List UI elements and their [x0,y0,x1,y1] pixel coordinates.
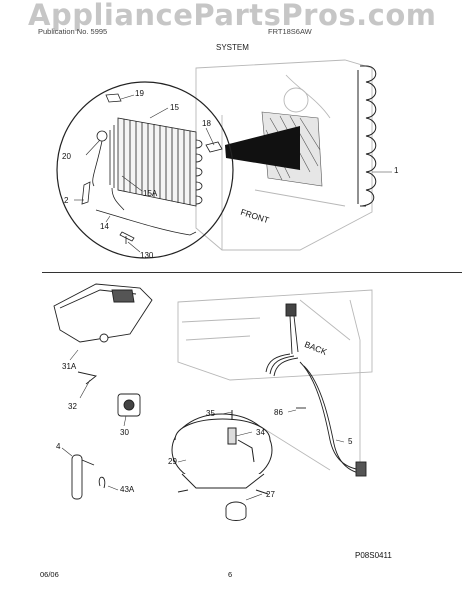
callout-34: 34 [256,428,265,437]
callout-27: 27 [266,490,275,499]
callout-86: 86 [274,408,283,417]
cabinet-outline [195,59,373,251]
model-number: FRT18S6AW [268,27,312,36]
callout-31a: 31A [62,362,77,371]
detail-circle [56,81,234,259]
leader-lines-top [74,94,392,253]
detail-pointer [225,126,300,170]
section-divider [42,272,462,273]
drier [71,454,95,500]
callout-19: 19 [135,89,144,98]
callout-4: 4 [56,442,61,451]
wiring-harness [265,303,367,477]
callout-5: 5 [348,437,353,446]
grommet [225,501,247,521]
evaporator [109,117,203,211]
callout-43a: 43A [120,485,135,494]
callout-32: 32 [68,402,77,411]
callout-130: 130 [140,251,154,260]
diagram-code: P08S0411 [355,551,392,560]
callout-35: 35 [206,409,215,418]
drain-pan [53,283,153,343]
section-title: SYSTEM [216,43,249,52]
publication-number: Publication No. 5995 [38,27,108,36]
callout-29: 29 [168,457,177,466]
watermark: AppliancePartsPros.com [28,0,437,32]
footer-page: 6 [228,570,233,579]
callout-14: 14 [100,222,109,231]
callout-15a: 15A [143,189,158,198]
footer-date: 06/06 [40,570,59,579]
leader-lines-bottom [61,349,345,501]
compressor [171,410,273,495]
callout-30: 30 [120,428,129,437]
clamp [98,476,106,489]
callout-1: 1 [394,166,399,175]
relay [117,393,141,417]
callout-15: 15 [170,103,179,112]
condenser-coil [357,65,377,207]
callout-2: 2 [64,196,69,205]
small-parts-top [81,93,223,244]
callout-18: 18 [202,119,211,128]
callout-20: 20 [62,152,71,161]
clip [77,371,98,385]
